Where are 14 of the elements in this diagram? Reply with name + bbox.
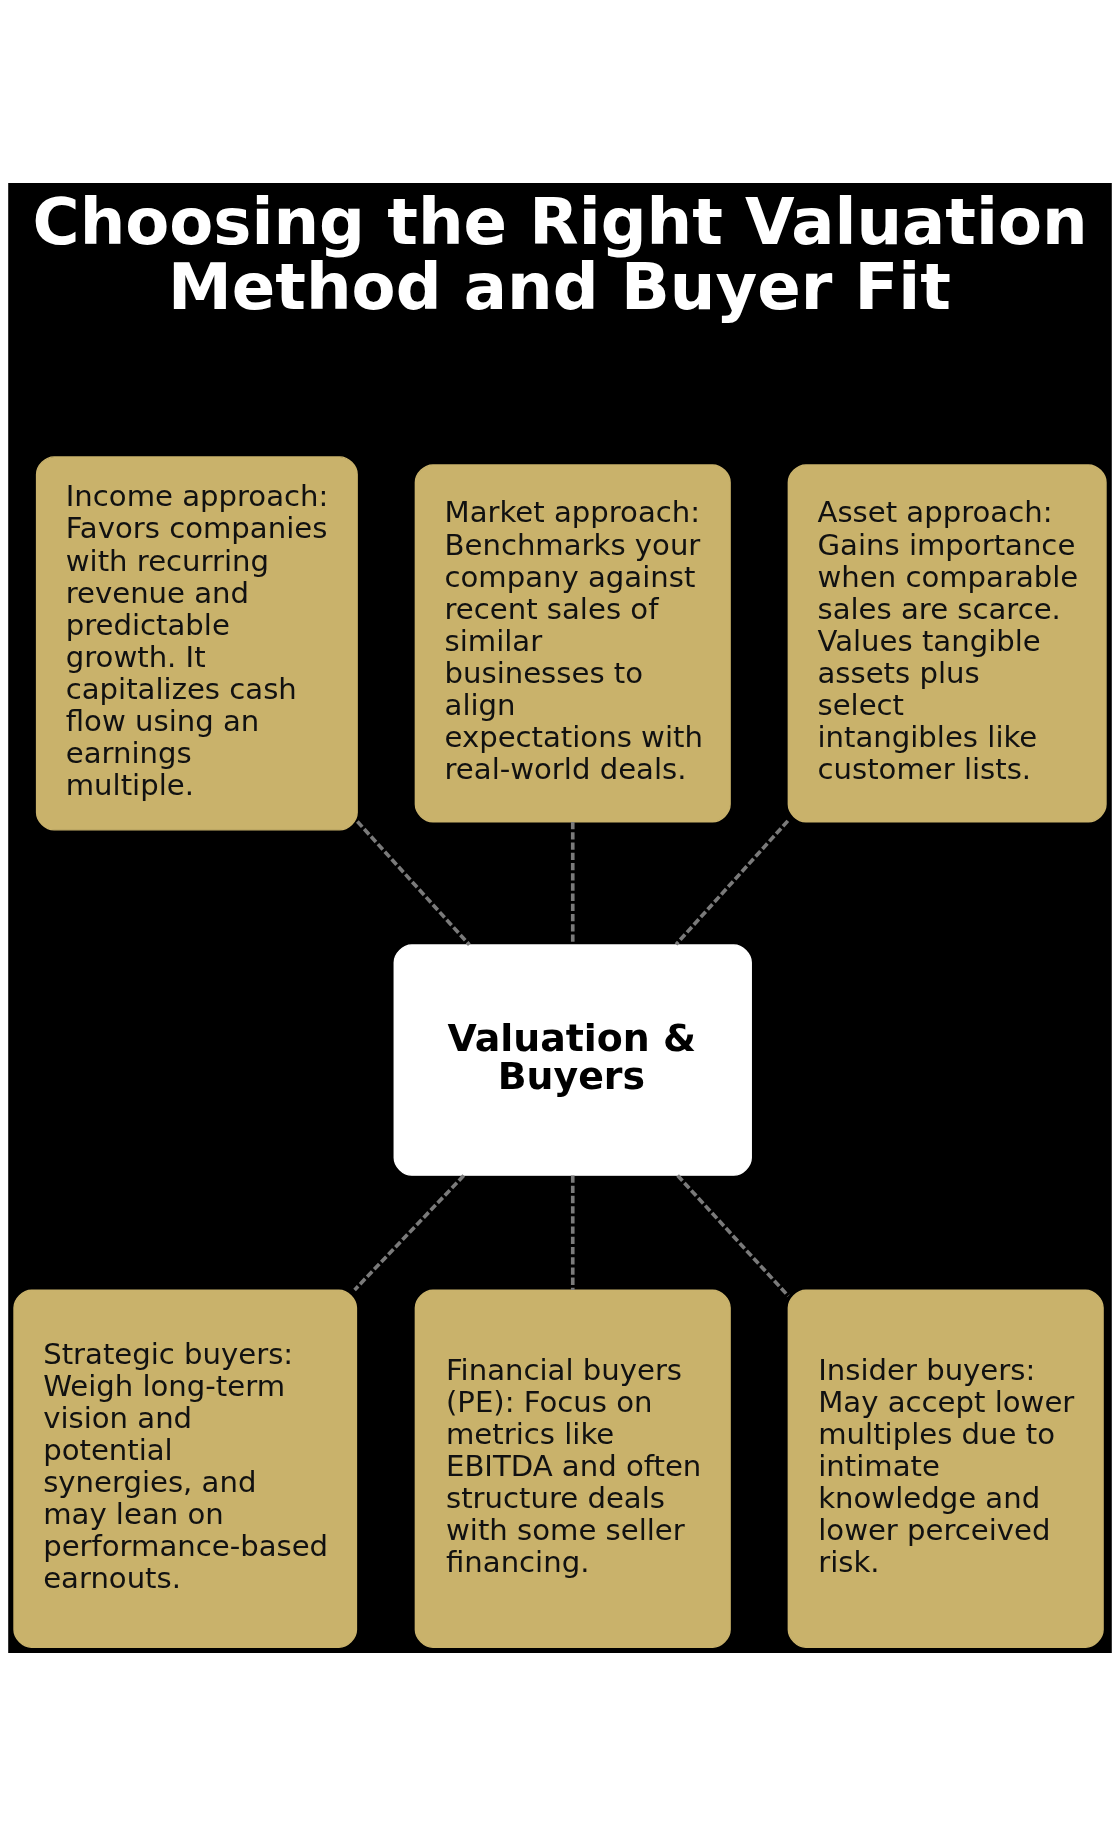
node-box: Strategic buyers: Weigh long-term vision and potential synergies, and may lean on performance-based earnouts. — [13, 1289, 358, 1648]
diagram-title: Choosing the Right Valuation Method and Buyer Fit — [32, 185, 1088, 324]
connector — [674, 819, 790, 946]
node-box: Asset approach: Gains importance when comparable sales are scarce. Values tangible assets plus select intangibles like customer lists. — [787, 464, 1107, 823]
node-box: Valuation & Buyers — [393, 944, 752, 1176]
connector — [570, 1175, 575, 1290]
connector — [676, 1174, 790, 1298]
node-box: Income approach: Favors companies with recurring revenue and predictable growth. It capitalizes cash flow using an earnings multiple. — [35, 456, 358, 831]
connector — [356, 820, 471, 946]
node-box: Insider buyers: May accept lower multiples due to intimate knowledge and lower perceived risk. — [787, 1289, 1104, 1648]
node-box: Financial buyers (PE): Focus on metrics like EBITDA and often structure deals with some seller financing. — [414, 1289, 731, 1648]
node-box: Market approach: Benchmarks your company against recent sales of similar businesses to align expectations with real-world deals. — [414, 464, 731, 823]
connector — [353, 1174, 466, 1292]
connector — [570, 822, 575, 945]
